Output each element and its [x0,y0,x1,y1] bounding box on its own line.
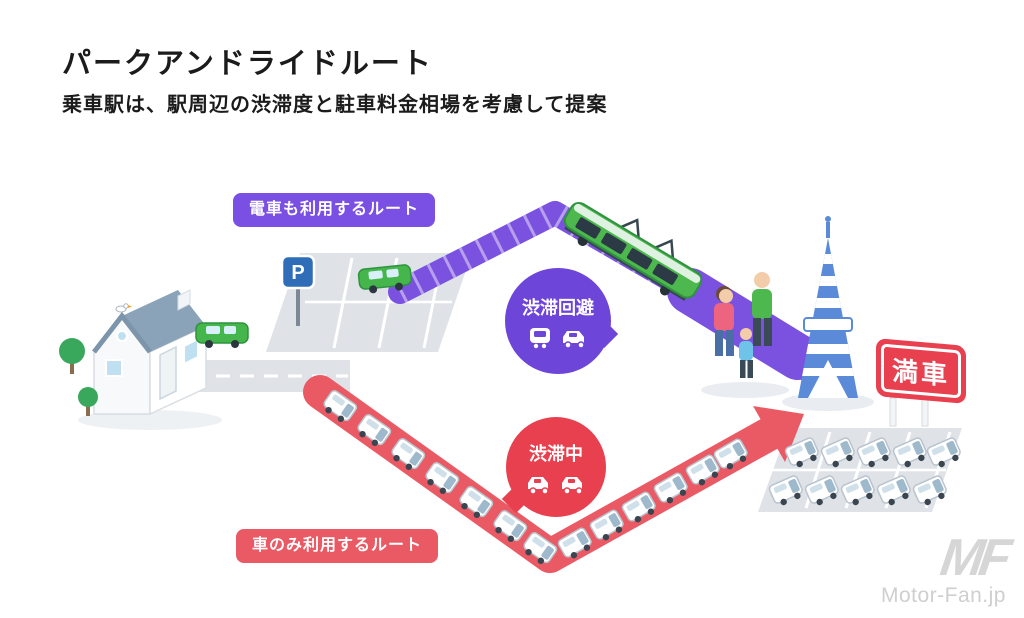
traffic-jam-icons [525,473,587,495]
motor-fan-text: Motor-Fan.jp [880,584,1006,607]
congestion-text: 渋滞中 [529,443,583,464]
house [92,289,207,416]
person-father [752,272,772,346]
train-icon [563,202,703,301]
congestion-avoid-text: 渋滞回避 [522,297,594,318]
motor-fan-watermark: MF Motor-Fan.jp [880,529,1010,608]
page-title: パークアンドライドルート [62,48,433,80]
motor-fan-logo: MF [936,529,1011,588]
person-child [739,328,753,378]
car-route-label: 車のみ利用するルート [236,529,439,563]
person-mother [714,286,734,356]
parking-sign-text: P [291,262,304,284]
car-icon-small [528,476,549,495]
mode-switch-icons [527,327,589,349]
parking-sign: P [280,254,316,326]
walking-family [714,272,772,378]
tree-icon [59,338,98,416]
train-route-label: 電車も利用するルート [233,193,436,227]
full-sign-poles [889,397,929,427]
full-parking-sign: 満車 [876,338,966,404]
car-icon-small [563,330,585,349]
house-shadow [78,410,222,430]
page-subtitle: 乗車駅は、駅周辺の渋滞度と駐車料金相場を考慮して提案 [62,94,608,116]
congestion-badge: 渋滞中 [501,417,606,517]
train-icon-small [530,327,550,348]
bird-icon [115,303,132,313]
people-shadow [701,382,789,398]
full-parking-sign-text: 満車 [881,343,961,399]
car-icon-small [562,476,583,495]
congestion-avoid-badge: 渋滞回避 [505,268,619,374]
